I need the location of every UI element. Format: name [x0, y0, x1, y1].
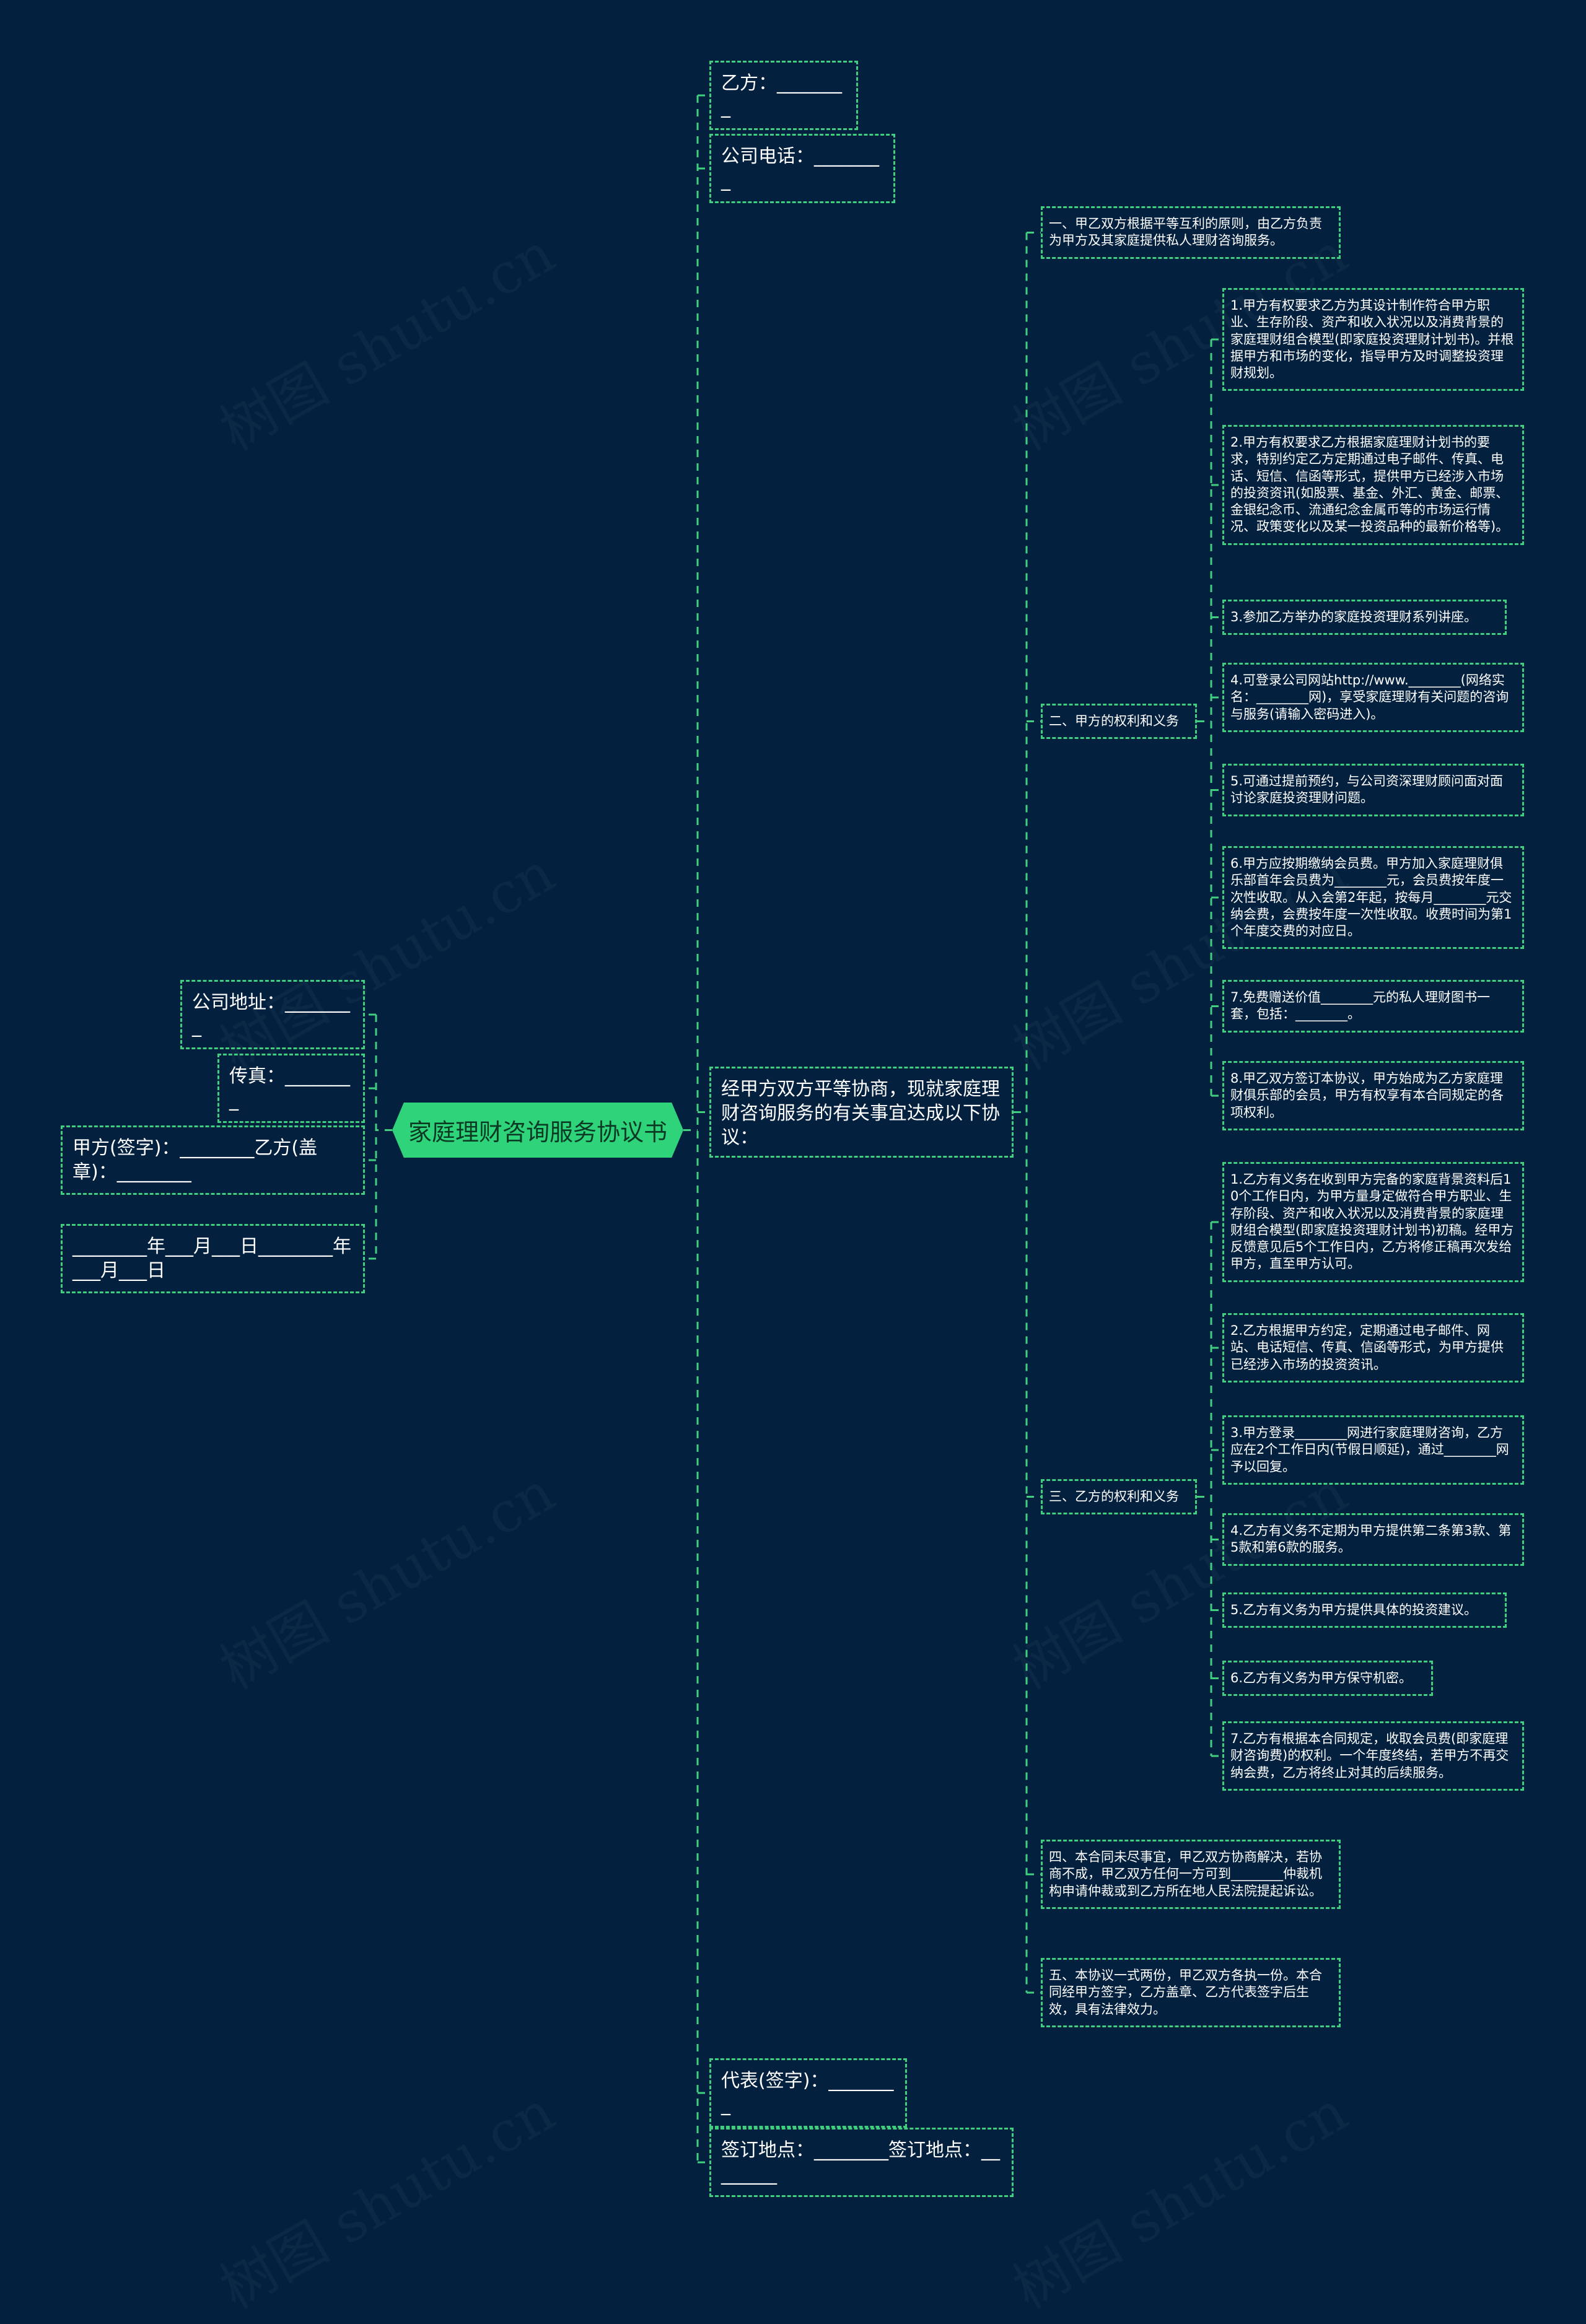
clause-2-item[interactable]: 1.甲方有权要求乙方为其设计制作符合甲方职业、生存阶段、资产和收入状况以及消费背…: [1222, 288, 1524, 391]
root-node[interactable]: 家庭理财咨询服务协议书: [392, 1103, 683, 1158]
clause-3-item[interactable]: 4.乙方有义务不定期为甲方提供第二条第3款、第5款和第6款的服务。: [1222, 1513, 1524, 1566]
clause-2-item[interactable]: 3.参加乙方举办的家庭投资理财系列讲座。: [1222, 600, 1507, 636]
clause-3-title[interactable]: 三、乙方的权利和义务: [1041, 1479, 1197, 1515]
node-company-phone[interactable]: 公司电话：________: [709, 134, 895, 203]
node-party-b[interactable]: 乙方：________: [709, 61, 858, 130]
node-intro[interactable]: 经甲方双方平等协商，现就家庭理财咨询服务的有关事宜达成以下协议：: [709, 1067, 1014, 1158]
root-title: 家庭理财咨询服务协议书: [408, 1119, 667, 1146]
clause-2-item[interactable]: 8.甲乙双方签订本协议，甲方始成为乙方家庭理财俱乐部的会员，甲方有权享有本合同规…: [1222, 1061, 1524, 1130]
node-company-address[interactable]: 公司地址：________: [180, 980, 365, 1049]
clause-2-item[interactable]: 7.免费赠送价值________元的私人理财图书一套，包括：________。: [1222, 980, 1524, 1033]
clause-2-item[interactable]: 5.可通过提前预约，与公司资深理财顾问面对面讨论家庭投资理财问题。: [1222, 764, 1524, 816]
node-signing-place[interactable]: 签订地点：________签订地点：________: [709, 2128, 1014, 2197]
clause-4[interactable]: 四、本合同未尽事宜，甲乙双方协商解决，若协商不成，甲乙双方任何一方可到_____…: [1041, 1840, 1341, 1909]
node-fax[interactable]: 传真：________: [217, 1054, 365, 1123]
clause-2-item[interactable]: 4.可登录公司网站http://www.________(网络实名：______…: [1222, 663, 1524, 732]
node-representative[interactable]: 代表(签字)：________: [709, 2058, 907, 2128]
clause-2-item[interactable]: 6.甲方应按期缴纳会员费。甲方加入家庭理财俱乐部首年会员费为________元，…: [1222, 846, 1524, 950]
clause-3-item[interactable]: 2.乙方根据甲方约定，定期通过电子邮件、网站、电话短信、传真、信函等形式，为甲方…: [1222, 1313, 1524, 1383]
clause-1[interactable]: 一、甲乙双方根据平等互利的原则，由乙方负责为甲方及其家庭提供私人理财咨询服务。: [1041, 206, 1341, 259]
clause-3-item[interactable]: 3.甲方登录________网进行家庭理财咨询，乙方应在2个工作日内(节假日顺延…: [1222, 1415, 1524, 1485]
clause-3-item[interactable]: 1.乙方有义务在收到甲方完备的家庭背景资料后10个工作日内，为甲方量身定做符合甲…: [1222, 1162, 1524, 1282]
node-signatures[interactable]: 甲方(签字)：________乙方(盖章)：________: [61, 1125, 365, 1195]
connector-lines: [365, 94, 1222, 2164]
clause-2-item[interactable]: 2.甲方有权要求乙方根据家庭理财计划书的要求，特别约定乙方定期通过电子邮件、传真…: [1222, 425, 1524, 545]
clause-3-item[interactable]: 7.乙方有根据本合同规定，收取会员费(即家庭理财咨询费)的权利。一个年度终结，若…: [1222, 1721, 1524, 1791]
clause-5[interactable]: 五、本协议一式两份，甲乙双方各执一份。本合同经甲方签字，乙方盖章、乙方代表签字后…: [1041, 1958, 1341, 2027]
clause-2-title[interactable]: 二、甲方的权利和义务: [1041, 704, 1197, 740]
clause-3-item[interactable]: 5.乙方有义务为甲方提供具体的投资建议。: [1222, 1592, 1507, 1628]
clause-3-item[interactable]: 6.乙方有义务为甲方保守机密。: [1222, 1661, 1433, 1697]
node-date[interactable]: ________年___月___日________年___月___日: [61, 1224, 365, 1293]
